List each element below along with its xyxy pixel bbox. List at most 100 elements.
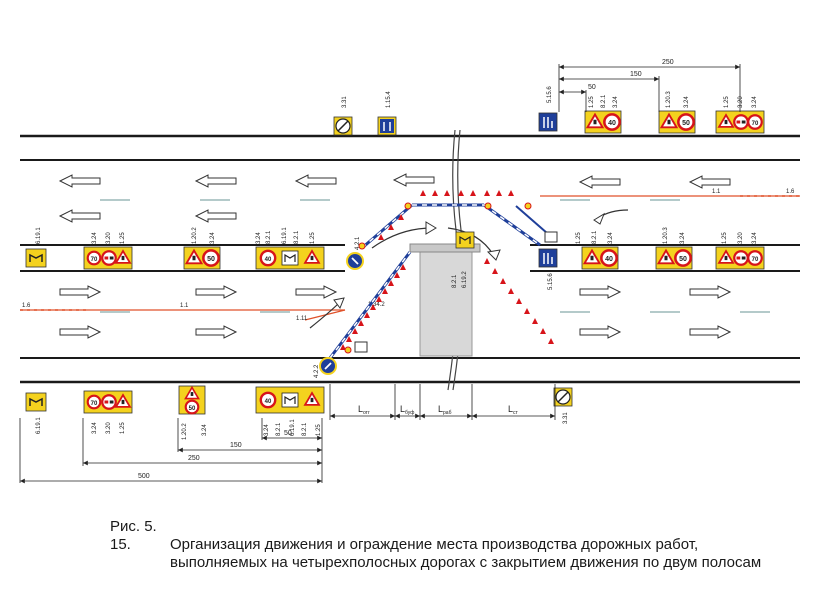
speed-70-median-right: 70: [752, 257, 759, 263]
marking-1-1-top: 1.1: [712, 189, 721, 195]
label-3-24-median: 3.24: [92, 232, 98, 244]
label-3-24-top: 3.24: [613, 96, 619, 108]
dim-250-bottom: 250: [188, 455, 200, 462]
dim-150-bottom: 150: [230, 442, 242, 449]
label-8-2-1-center: 8.2.1: [452, 274, 458, 288]
dim-500-bottom: 500: [138, 473, 150, 480]
sign-group-median-50: 40: [255, 246, 325, 270]
dimensions-top: [558, 64, 741, 112]
label-3-24b-median: 3.24: [210, 232, 216, 244]
label-6-19-1b-median: 6.19.1: [282, 227, 288, 244]
signal-lights: [344, 202, 532, 354]
zone-l-buf: Lбуф: [400, 404, 414, 416]
traffic-arrows-bottom: [59, 285, 732, 339]
label-3-24-bottom: 3.24: [92, 422, 98, 434]
page-number: 31: [0, 548, 2, 564]
dim-250-top: 250: [662, 59, 674, 66]
traffic-arrows-top: [58, 173, 731, 223]
road-edges: [20, 134, 800, 384]
sign-6-19-2: [455, 231, 475, 249]
label-8-2-1b-median: 8.2.1: [294, 230, 300, 244]
work-trailer: [354, 341, 368, 353]
sign-group-median-150: 50: [183, 246, 221, 270]
speed-70-median: 70: [91, 257, 98, 263]
zone-dimensions: [329, 384, 556, 420]
marking-1-6-left: 1.6: [22, 303, 31, 309]
label-3-24b-top: 3.24: [684, 96, 690, 108]
label-6-19-2: 6.19.2: [462, 271, 468, 288]
label-1-25-bottom: 1.25: [120, 422, 126, 434]
label-8-2-1-median: 8.2.1: [266, 230, 272, 244]
sign-group-bottom-150: 50: [178, 385, 206, 415]
label-1-20-2-median: 1.20.2: [192, 227, 198, 244]
temp-marking-lines: [20, 195, 800, 321]
speed-50-median: 50: [207, 256, 215, 263]
sign-group-250-top: 70: [715, 110, 765, 134]
label-3-20-top: 3.20: [738, 96, 744, 108]
sign-group-median-right-150: 50: [655, 246, 693, 270]
label-6-19-1-median: 6.19.1: [36, 227, 42, 244]
sign-3-31-bottom: [553, 387, 573, 407]
label-4-2-2: 4.2.2: [314, 364, 320, 378]
work-zone: [419, 249, 473, 357]
marking-1-1-left: 1.1: [180, 303, 189, 309]
marking-1-6-top: 1.6: [786, 189, 795, 195]
label-3-24c-bottom: 3.24: [264, 424, 270, 436]
speed-70-top: 70: [752, 121, 759, 127]
cones: [340, 190, 554, 350]
label-6-19-1-bottom: 6.19.1: [36, 417, 42, 434]
zone-l-otg: Lотг: [358, 404, 370, 416]
label-5-15-6-median: 5.15.6: [548, 273, 554, 290]
label-1-25-top: 1.25: [589, 96, 595, 108]
label-3-24c-median: 3.24: [256, 232, 262, 244]
sign-5-15-6-top: [538, 112, 558, 132]
figure-caption: Рис. 5. 15. Организация движения и огражд…: [110, 518, 810, 572]
speed-50-bottom: 50: [189, 406, 196, 412]
speed-40-top: 40: [608, 120, 616, 127]
label-3-24c-median-right: 3.24: [752, 232, 758, 244]
label-1-25b-median: 1.25: [310, 232, 316, 244]
work-zone-top: [409, 243, 481, 253]
sign-group-median-250: 70: [83, 246, 133, 270]
label-3-20-median-right: 3.20: [738, 232, 744, 244]
label-1-25b-bottom: 1.25: [316, 424, 322, 436]
dim-50-top: 50: [588, 84, 596, 91]
caption-line-1: Организация движения и ограждение места …: [170, 536, 699, 553]
label-3-31-bottom: 3.31: [563, 412, 569, 424]
marking-1-11: 1.11: [296, 316, 308, 322]
caption-label: Рис. 5. 15.: [110, 518, 157, 553]
sign-3-31-top: [333, 116, 353, 136]
speed-70-bottom: 70: [91, 401, 98, 407]
dim-150-top: 150: [630, 71, 642, 78]
work-trailer-2: [544, 231, 558, 243]
label-1-25b-median-right: 1.25: [722, 232, 728, 244]
sign-6-19-1-median: [25, 248, 47, 268]
label-3-24b-median-right: 3.24: [680, 232, 686, 244]
label-4-2-1: 4.2.1: [355, 236, 361, 250]
speed-40-bottom: 40: [265, 399, 272, 405]
sign-4-2-2: [319, 357, 337, 375]
sign-group-median-right-50: 40: [581, 246, 619, 270]
label-1-20-3-top: 1.20.3: [666, 91, 672, 108]
sign-1-15-4: [377, 116, 397, 136]
sign-group-bottom-50: 40: [255, 386, 325, 414]
label-8-2-1b-bottom: 8.2.1: [302, 422, 308, 436]
sign-6-19-1-bottom: [25, 392, 47, 412]
label-1-20-2-bottom: 1.20.2: [182, 423, 188, 440]
label-5-15-6-top: 5.15.6: [547, 86, 553, 103]
marking-1-34-2: 1.34.2: [368, 302, 385, 308]
sign-group-50-top: 40: [584, 110, 622, 134]
speed-50-median-right: 50: [679, 256, 687, 263]
label-1-25-median: 1.25: [120, 232, 126, 244]
sign-group-bottom-250: 70: [83, 390, 133, 414]
label-8-2-1-median-right: 8.2.1: [592, 230, 598, 244]
dimensions-bottom: [19, 418, 323, 484]
label-3-20-bottom: 3.20: [106, 422, 112, 434]
zone-l-st: Lст: [508, 404, 519, 416]
caption-line-2: выполняемых на четырехполосных дорогах с…: [170, 554, 762, 571]
sign-group-150-top: 50: [658, 110, 696, 134]
label-1-20-3-median-right: 1.20.3: [663, 227, 669, 244]
label-3-24-median-right: 3.24: [608, 232, 614, 244]
label-3-24c-top: 3.24: [752, 96, 758, 108]
